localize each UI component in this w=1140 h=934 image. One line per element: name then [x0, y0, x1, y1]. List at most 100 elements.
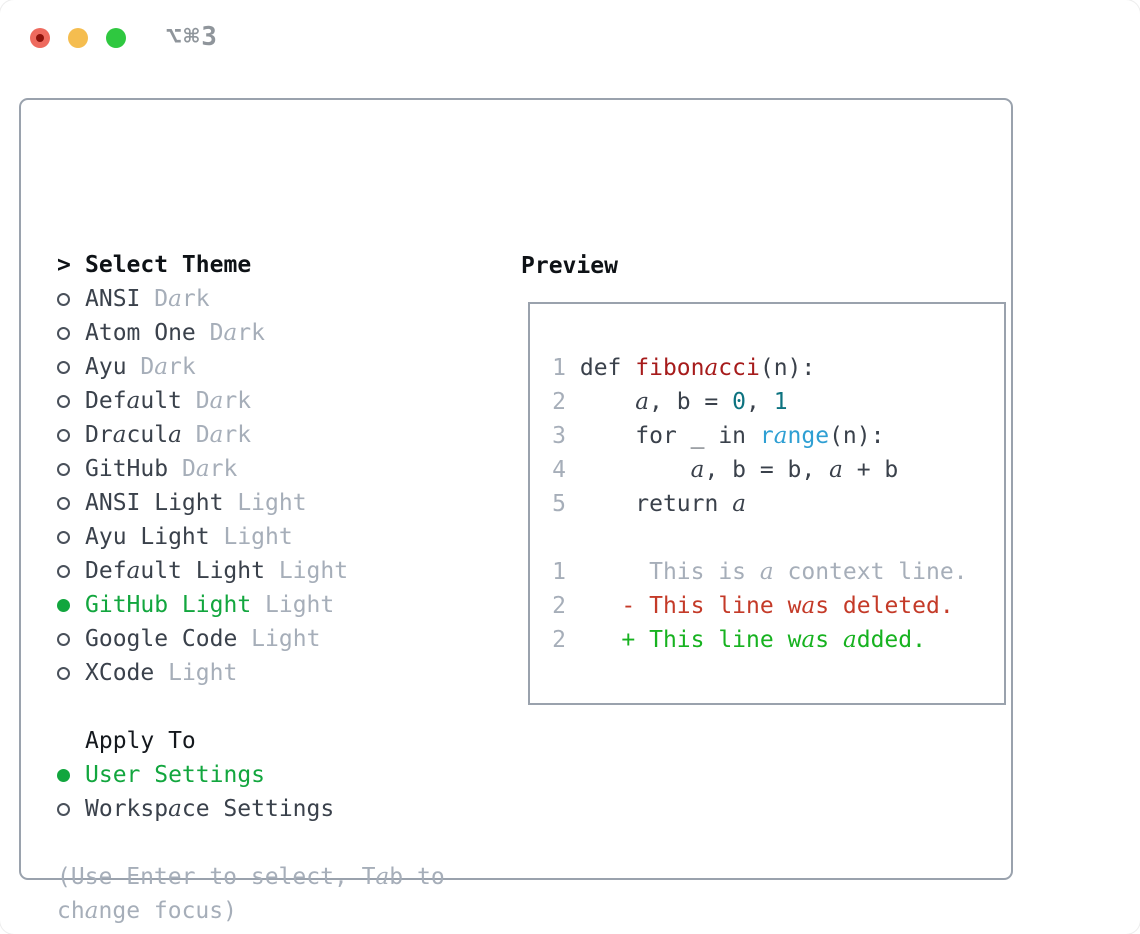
- theme-variant: Light: [154, 660, 238, 686]
- focus-caret-icon: >: [57, 252, 71, 278]
- code-token: (n):: [759, 355, 816, 381]
- code-token: 1: [773, 389, 788, 415]
- theme-name: GitHub Light: [85, 592, 252, 618]
- select-theme-title: Select Theme: [85, 252, 252, 278]
- code-line: 2 + This line was added.: [552, 623, 1004, 657]
- code-line: 1 def fibonacci(n):: [552, 351, 1004, 385]
- radio-cell: [57, 632, 85, 646]
- theme-option-ayu[interactable]: Ayu Dark: [57, 350, 445, 384]
- radio-cell: [57, 394, 85, 408]
- theme-name: XCode: [85, 660, 155, 686]
- code-token: + This line was added.: [579, 627, 926, 653]
- code-line: 3 for _ in range(n):: [552, 419, 1004, 453]
- radio-unselected-icon: [57, 564, 70, 578]
- radio-unselected-icon: [57, 462, 70, 476]
- code-token: ,: [746, 389, 774, 415]
- radio-unselected-icon: [57, 360, 70, 374]
- titlebar: ⌥⌘3: [0, 0, 1140, 76]
- radio-unselected-icon: [57, 394, 70, 408]
- spacer-row: [57, 826, 445, 860]
- code-line: 5 return a: [552, 487, 1004, 521]
- close-button[interactable]: [30, 28, 50, 48]
- line-number: 1: [552, 355, 566, 381]
- line-number: 1: [552, 559, 566, 585]
- theme-name: Ayu: [85, 354, 127, 380]
- radio-cell: [57, 802, 85, 816]
- theme-variant: Dark: [181, 422, 252, 448]
- code-token: - This line was deleted.: [579, 593, 954, 619]
- radio-selected-icon: [57, 598, 70, 612]
- theme-option-ayu-light[interactable]: Ayu Light Light: [57, 520, 445, 554]
- theme-variant: Light: [209, 524, 293, 550]
- radio-cell: [57, 326, 85, 340]
- code-token: return a: [579, 491, 746, 517]
- code-line: 4 a, b = b, a + b: [552, 453, 1004, 487]
- theme-variant: Light: [251, 592, 335, 618]
- theme-variant: Light: [264, 558, 349, 584]
- theme-option-default[interactable]: Default Dark: [57, 384, 445, 418]
- theme-variant: Light: [237, 626, 321, 652]
- focus-caret-cell: >: [57, 248, 85, 282]
- theme-option-ansi[interactable]: ANSI Dark: [57, 282, 445, 316]
- theme-option-dracula[interactable]: Dracula Dark: [57, 418, 445, 452]
- keyboard-hint-line: (Use Enter to select, Tab to: [57, 860, 445, 894]
- radio-cell: [57, 530, 85, 544]
- radio-unselected-icon: [57, 326, 70, 340]
- theme-option-ansi-light[interactable]: ANSI Light Light: [57, 486, 445, 520]
- apply-option-user-settings[interactable]: User Settings: [57, 758, 445, 792]
- theme-option-xcode[interactable]: XCode Light: [57, 656, 445, 690]
- theme-name: Default Light: [85, 558, 265, 584]
- preview-heading: Preview: [521, 253, 618, 279]
- radio-unselected-icon: [57, 632, 70, 646]
- theme-name: Ayu Light: [85, 524, 210, 550]
- radio-unselected-icon: [57, 802, 70, 816]
- radio-cell: [57, 564, 85, 578]
- theme-variant: Light: [223, 490, 307, 516]
- radio-unselected-icon: [57, 530, 70, 544]
- theme-option-default-light[interactable]: Default Light Light: [57, 554, 445, 588]
- select-theme-header: > Select Theme: [57, 248, 445, 282]
- code-token: a, b = b, a + b: [690, 457, 899, 483]
- radio-cell: [57, 598, 85, 612]
- theme-option-github[interactable]: GitHub Dark: [57, 452, 445, 486]
- theme-name: Google Code: [85, 626, 238, 652]
- theme-option-github-light[interactable]: GitHub Light Light: [57, 588, 445, 622]
- radio-unselected-icon: [57, 496, 70, 510]
- line-number: 5: [552, 491, 566, 517]
- blank-line: [552, 521, 1004, 555]
- line-number: 3: [552, 423, 566, 449]
- code-token: def: [579, 355, 636, 381]
- line-number: 4: [552, 457, 566, 483]
- spacer-row: [57, 690, 445, 724]
- maximize-button[interactable]: [106, 28, 126, 48]
- apply-option-label: User Settings: [85, 762, 266, 788]
- theme-name: GitHub: [85, 456, 169, 482]
- apply-to-title: Apply To: [85, 728, 196, 754]
- code-token: 0: [732, 389, 746, 415]
- theme-option-atom-one[interactable]: Atom One Dark: [57, 316, 445, 350]
- theme-variant: Dark: [140, 286, 210, 312]
- minimize-button[interactable]: [68, 28, 88, 48]
- radio-cell: [57, 666, 85, 680]
- line-number: 2: [552, 389, 566, 415]
- apply-option-label: Workspace Settings: [85, 796, 335, 822]
- line-number: 2: [552, 627, 566, 653]
- theme-variant: Dark: [168, 456, 238, 482]
- apply-to-header: Apply To: [57, 724, 445, 758]
- theme-option-google-code[interactable]: Google Code Light: [57, 622, 445, 656]
- apply-option-workspace-settings[interactable]: Workspace Settings: [57, 792, 445, 826]
- code-line: 1 This is a context line.: [552, 555, 1004, 589]
- theme-variant: Dark: [181, 388, 252, 414]
- code-line: 2 a, b = 0, 1: [552, 385, 1004, 419]
- keyboard-hint-text: (Use Enter to select, Tab to: [57, 864, 445, 890]
- radio-unselected-icon: [57, 428, 70, 442]
- keyboard-hint-line: change focus): [57, 894, 445, 928]
- window-shortcut-label: ⌥⌘3: [166, 22, 219, 52]
- theme-name: Dracula: [85, 422, 182, 448]
- theme-name: Default: [85, 388, 182, 414]
- line-number: 2: [552, 593, 566, 619]
